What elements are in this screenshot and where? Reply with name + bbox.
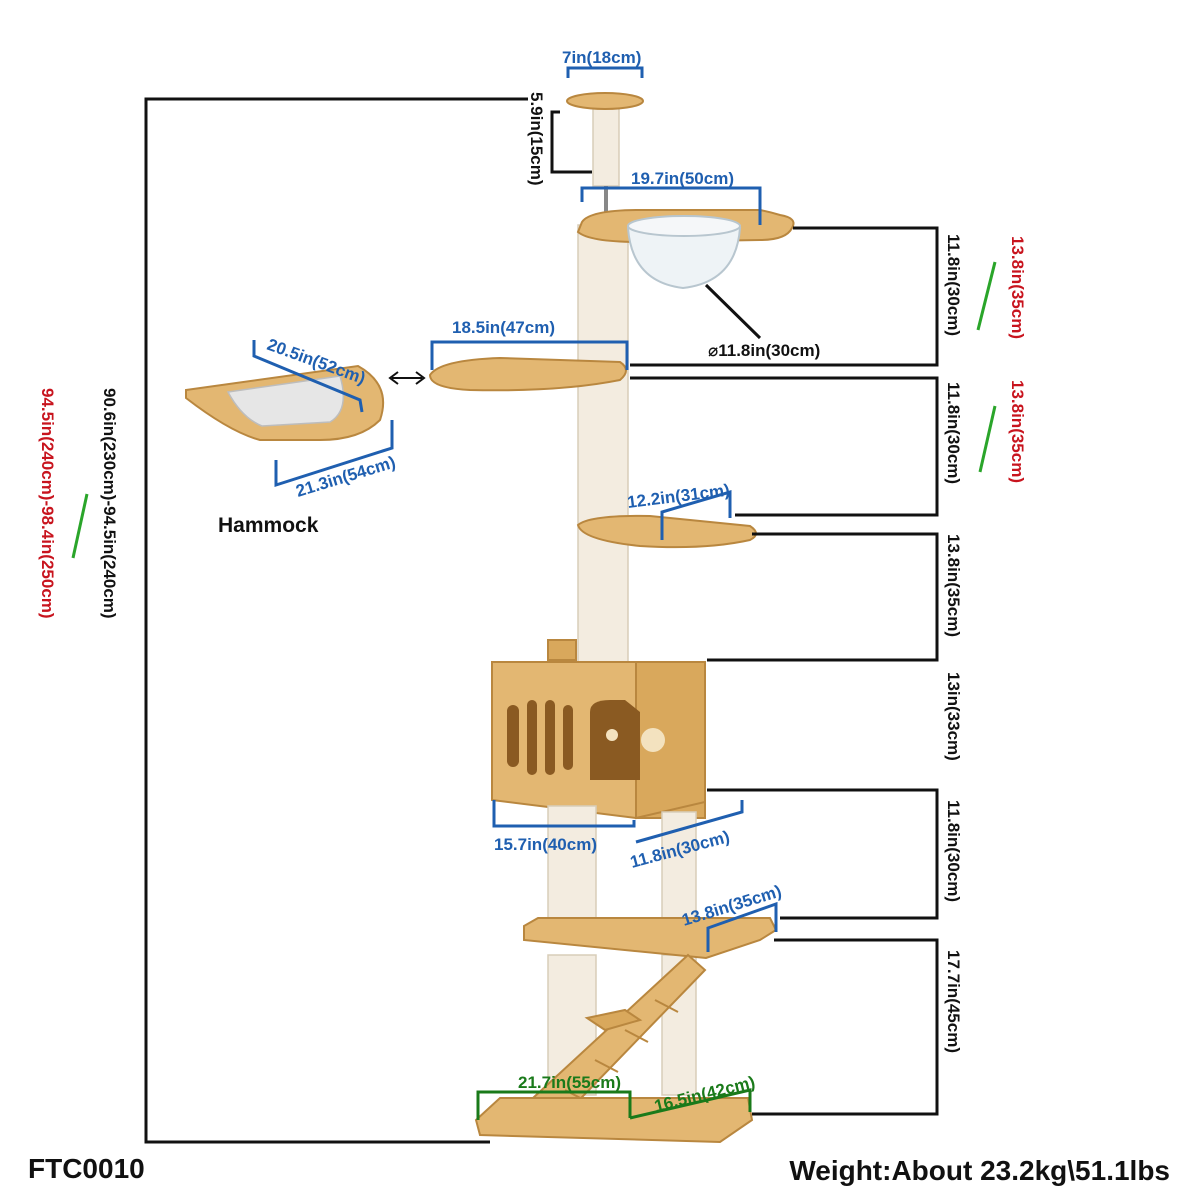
bowl-rim — [627, 215, 741, 237]
gap1-label: 11.8in(30cm) — [944, 234, 963, 336]
gap3-label: 13.8in(35cm) — [944, 534, 963, 637]
hammock-mesh — [226, 375, 345, 427]
hammock-width-label: 21.3in(54cm) — [294, 453, 398, 501]
base-board — [474, 1097, 754, 1144]
gap6-label: 17.7in(45cm) — [944, 950, 963, 1053]
box-width-label: 15.7in(40cm) — [494, 835, 597, 854]
gap4-label: 13in(33cm) — [944, 672, 963, 761]
lower-platform — [523, 917, 778, 960]
base-width-label: 21.7in(55cm) — [518, 1073, 621, 1092]
black-dimension-lines — [144, 97, 939, 1144]
bowl-platform-width-label: 19.7in(50cm) — [631, 169, 734, 188]
bowl-diameter-label: ⌀11.8in(30cm) — [708, 341, 820, 360]
alt-slash-1 — [976, 261, 997, 331]
top-cap-platform — [566, 92, 644, 110]
top-post-height-label: 5.9in(15cm) — [527, 92, 546, 186]
clear-bowl — [626, 227, 742, 290]
green-base-lines — [476, 1088, 752, 1120]
top-platform-width-label: 7in(18cm) — [562, 48, 641, 67]
condo-box — [491, 639, 706, 820]
gap2-label: 11.8in(30cm) — [944, 382, 963, 484]
total-height-alt-label: 94.5in(240cm)-98.4in(250cm) — [38, 388, 57, 619]
attach-arrow-icon — [388, 371, 426, 385]
large-platform-width-label: 18.5in(47cm) — [452, 318, 555, 337]
gap5-label: 11.8in(30cm) — [944, 800, 963, 902]
blue-dimension-lines — [252, 66, 778, 952]
alt-slash-3 — [71, 493, 89, 559]
large-round-platform — [428, 356, 627, 392]
weight-label: Weight:About 23.2kg\51.1lbs — [789, 1155, 1170, 1186]
gap2-alt-label: 13.8in(35cm) — [1008, 380, 1027, 483]
main-sisal-post — [577, 224, 629, 666]
hammock-illustration — [185, 364, 385, 441]
dimension-labels: 7in(18cm) 5.9in(15cm) 19.7in(50cm) ⌀11.8… — [38, 48, 1027, 1116]
hammock-title: Hammock — [218, 514, 319, 537]
top-sisal-post — [592, 103, 620, 187]
step-pad — [584, 1008, 643, 1032]
gap1-alt-label: 13.8in(35cm) — [1008, 236, 1027, 339]
cat-tree-illustration — [185, 92, 795, 1144]
small-round-platform — [576, 514, 757, 549]
total-height-label: 90.6in(230cm)-94.5in(240cm) — [100, 388, 119, 619]
alt-slash-2 — [978, 405, 997, 473]
model-number: FTC0010 — [28, 1153, 145, 1184]
lower-left-post — [547, 805, 597, 929]
